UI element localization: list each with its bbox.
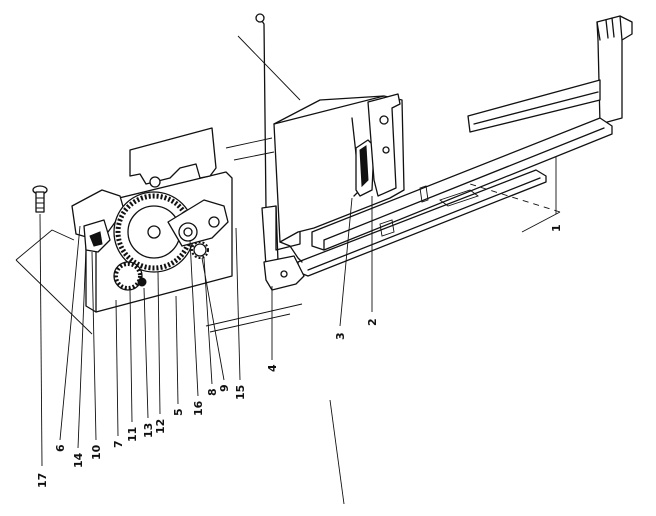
callout-10: 10 bbox=[90, 444, 103, 460]
cam-lever bbox=[167, 199, 229, 259]
callout-12: 12 bbox=[154, 419, 167, 434]
callout-8: 8 bbox=[206, 388, 219, 396]
part-2-bracket bbox=[367, 93, 401, 197]
callout-7: 7 bbox=[112, 440, 125, 448]
callout-15: 15 bbox=[234, 385, 247, 400]
main-gear bbox=[113, 191, 195, 273]
callout-pointers bbox=[39, 156, 557, 467]
screw-17 bbox=[32, 185, 48, 213]
callout-labels: 1 2 3 4 5 6 7 8 9 10 11 12 13 14 15 16 1… bbox=[36, 224, 563, 488]
callout-3: 3 bbox=[334, 332, 347, 340]
small-gear bbox=[113, 261, 147, 291]
callout-4: 4 bbox=[266, 364, 279, 372]
callout-16: 16 bbox=[192, 400, 205, 416]
callout-13: 13 bbox=[142, 423, 155, 438]
callout-14: 14 bbox=[72, 452, 85, 468]
callout-11: 11 bbox=[126, 427, 139, 442]
leader-lines bbox=[15, 35, 561, 505]
callout-2: 2 bbox=[366, 318, 379, 326]
part-4-upright-link bbox=[205, 13, 305, 333]
callout-1: 1 bbox=[550, 224, 563, 232]
callout-6: 6 bbox=[54, 444, 67, 452]
callout-9: 9 bbox=[218, 384, 231, 392]
callout-5: 5 bbox=[172, 408, 185, 416]
callout-17: 17 bbox=[36, 473, 49, 488]
